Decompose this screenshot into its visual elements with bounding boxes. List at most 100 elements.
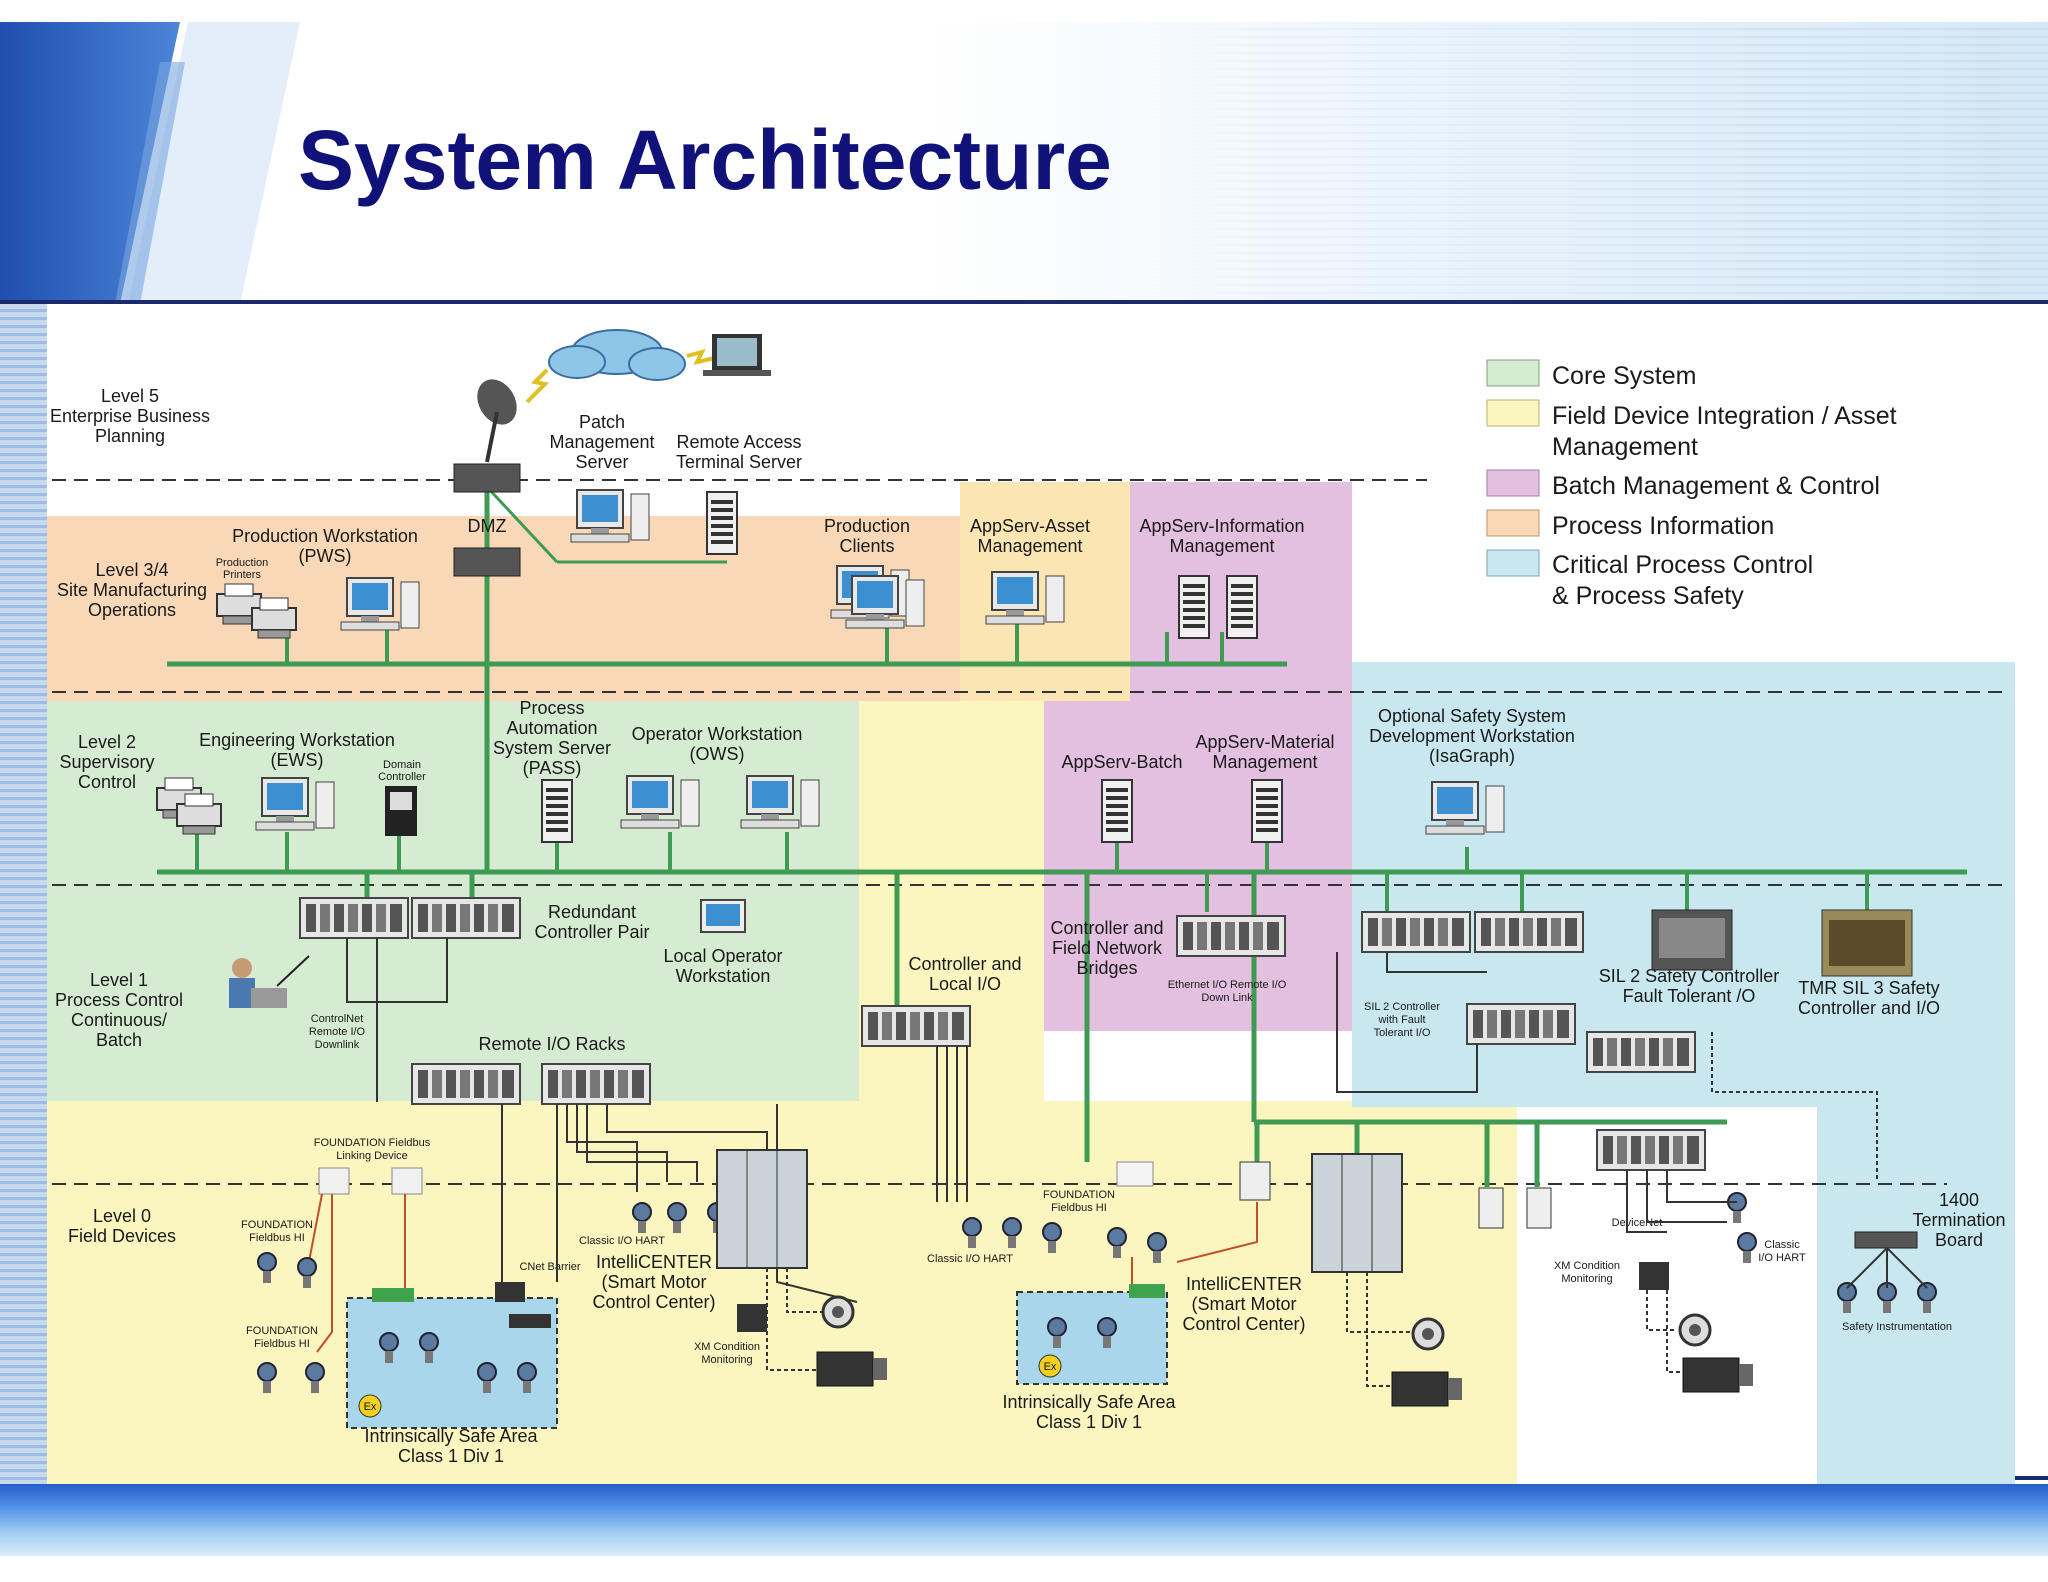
level2-sub2: Control <box>78 772 136 792</box>
level1-sub2: Continuous/ <box>71 1010 167 1030</box>
material-management-label-2: Management <box>1212 752 1317 772</box>
level1-label: Level 1 <box>90 970 148 990</box>
level1-sub3: Batch <box>96 1030 142 1050</box>
redundant-controller-icon <box>299 897 409 939</box>
legend-swatch-critical <box>1486 549 1540 577</box>
local-operator-label: Local Operator <box>663 946 782 966</box>
legend-label-process-info: Process Information <box>1552 512 1774 540</box>
internet-cloud <box>525 329 716 404</box>
header-decoration <box>0 22 300 304</box>
safety-instrumentation-label: Safety Instrumentation <box>1842 1321 1952 1333</box>
information-server-icon-2 <box>1226 575 1258 639</box>
legend-swatch-batch <box>1486 469 1540 497</box>
footer-band <box>0 1484 2048 1556</box>
ff-h1-label-6: Fieldbus HI <box>1051 1202 1107 1214</box>
intellicenter-label: IntelliCENTER <box>596 1252 712 1272</box>
information-server-icon <box>1178 575 1210 639</box>
legend: Core System Field Device Integration / A… <box>1486 359 1897 610</box>
ews-label-2: (EWS) <box>271 750 324 770</box>
safety-dev-workstation-icon <box>1425 781 1505 835</box>
network-lines <box>157 487 1967 1187</box>
dmz-firewall-icon <box>453 463 521 577</box>
motor-control-center-icon <box>716 1149 1403 1273</box>
appserv-batch-label: AppServ-Batch <box>1061 752 1182 772</box>
domain-controller-icon <box>385 786 417 836</box>
ff-h1-label-3: FOUNDATION <box>246 1325 318 1337</box>
cnet-barrier-label: CNet Barrier <box>519 1261 580 1273</box>
level5-label: Level 5 <box>101 386 159 406</box>
sil2-ft-label: SIL 2 Controller <box>1364 1001 1440 1013</box>
remote-io-rack-icon <box>411 1063 521 1105</box>
devicenet-label: DeviceNet <box>1612 1217 1663 1229</box>
production-clients-label: Production <box>824 516 910 536</box>
bridge-controller-icon <box>1176 915 1286 957</box>
intellicenter-label-3: Control Center) <box>592 1292 715 1312</box>
legend-label-field: Field Device Integration / Asset <box>1552 402 1897 430</box>
level34-label: Level 3/4 <box>95 560 168 580</box>
classic-io-device-icon-7 <box>1727 1192 1747 1224</box>
printers-label-2: Printers <box>223 569 261 581</box>
level0-sub1: Field Devices <box>68 1226 176 1246</box>
ows-label: Operator Workstation <box>632 724 803 744</box>
xm-monitoring-label: XM Condition <box>694 1341 760 1353</box>
pws-label: Production Workstation <box>232 526 418 546</box>
production-clients-label-2: Clients <box>839 536 894 556</box>
ows-label-2: (OWS) <box>690 744 745 764</box>
local-operator-label-2: Workstation <box>676 966 771 986</box>
devicenet-wiring <box>1626 1170 1928 1289</box>
architecture-diagram: Core System Field Device Integration / A… <box>47 322 2015 1484</box>
left-stripe-decoration <box>0 304 47 1484</box>
ows-workstation-icon <box>620 775 700 829</box>
page-title: System Architecture <box>298 113 1112 207</box>
redundant-pair-label-2: Controller Pair <box>534 922 649 942</box>
ff-linking-device-label: FOUNDATION Fieldbus <box>314 1137 431 1149</box>
controlnet-label: ControlNet <box>311 1013 364 1025</box>
domain-controller-label-2: Controller <box>378 771 426 783</box>
legend-label-core: Core System <box>1552 362 1696 390</box>
intellicenter-2-label-2: (Smart Motor <box>1191 1294 1296 1314</box>
level-labels: Level 5 Enterprise Business Planning Lev… <box>50 386 210 1246</box>
ff-linking-device-label-2: Linking Device <box>336 1150 408 1162</box>
remote-access-label-2: Terminal Server <box>676 452 802 472</box>
zone-white-left <box>47 482 807 516</box>
patch-server-label-3: Server <box>575 452 628 472</box>
motor-icon-3 <box>1682 1357 1754 1393</box>
ff-linking-device-icon <box>318 1167 423 1195</box>
safety-dev-label-2: Development Workstation <box>1369 726 1575 746</box>
devicenet-io-rack-icon <box>1596 1129 1706 1171</box>
production-client-icon-2 <box>845 575 925 629</box>
ows-workstation-icon-2 <box>740 775 820 829</box>
ews-workstation-icon <box>255 777 335 831</box>
sil2-safety-label: SIL 2 Safety Controller <box>1599 966 1779 986</box>
sil2-safety-controller-icon <box>1586 1031 1696 1073</box>
safety-dev-label-3: (IsaGraph) <box>1429 746 1515 766</box>
local-operator-workstation-icon <box>700 899 746 933</box>
zone-asset-management <box>960 480 1130 701</box>
overload-relay-icon <box>1116 1161 1552 1229</box>
xm-monitoring-2-label: XM Condition <box>1554 1260 1620 1272</box>
appserv-batch-server-icon <box>1101 779 1133 843</box>
level2-sub1: Supervisory <box>59 752 154 772</box>
remote-terminal-server-icon <box>706 491 738 555</box>
sil2-ft-controller-icon-2 <box>1474 911 1584 953</box>
redundant-controller-icon-2 <box>411 897 521 939</box>
printers-label: Production <box>216 557 269 569</box>
bridges-label-2: Field Network <box>1052 938 1163 958</box>
sil2-ft-controller-icon <box>1361 911 1471 953</box>
classic-io-label-2: Classic I/O HART <box>927 1253 1013 1265</box>
zone-white-top <box>47 322 2015 482</box>
bridges-label-3: Bridges <box>1076 958 1137 978</box>
zone-white-right <box>1352 482 2015 662</box>
level2-label: Level 2 <box>78 732 136 752</box>
classic-io-label: Classic I/O HART <box>579 1235 665 1247</box>
pass-label-4: (PASS) <box>523 758 582 778</box>
termination-board-label-3: Board <box>1935 1230 1983 1250</box>
footer-divider <box>2010 1476 2048 1480</box>
xm-monitor-icon <box>737 1262 1669 1332</box>
intellicenter-label-2: (Smart Motor <box>601 1272 706 1292</box>
zone-batch-management <box>1044 701 1352 1031</box>
sil2-ft-label-3: Tolerant I/O <box>1374 1027 1431 1039</box>
safe-area-label-2: Class 1 Div 1 <box>398 1446 504 1466</box>
pump-icon-3 <box>1678 1313 1712 1347</box>
material-management-label: AppServ-Material <box>1195 732 1334 752</box>
